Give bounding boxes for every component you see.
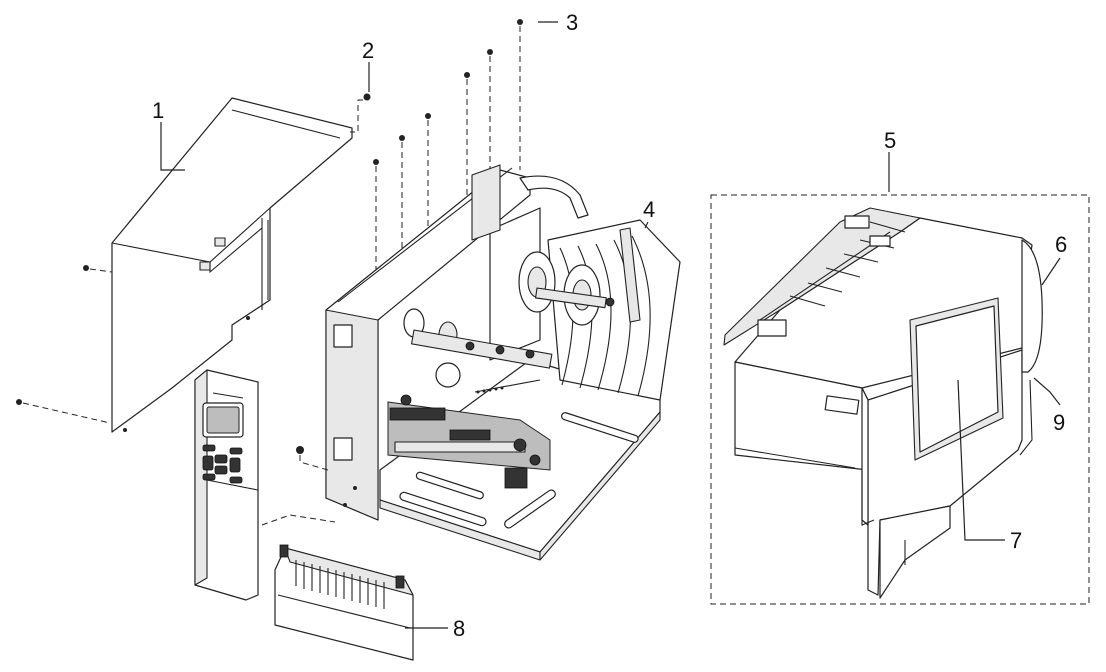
callout-9: 9: [1053, 410, 1065, 435]
grille-cover: [274, 544, 414, 661]
callout-3: 3: [566, 10, 578, 35]
callout-2: 2: [362, 38, 374, 63]
callout-5: 5: [884, 128, 896, 153]
assembled-cover: [723, 207, 1043, 599]
callout-6: 6: [1055, 232, 1067, 257]
callout-7: 7: [1010, 528, 1022, 553]
callout-labels: 1 2 3 4 5 6 7 8 9: [152, 10, 1067, 641]
side-cover: [111, 97, 353, 433]
printer-chassis: [325, 164, 681, 561]
side-cover-screws: [16, 265, 113, 424]
callout-4: 4: [643, 197, 655, 222]
assembled-cover-group-box: [710, 194, 1090, 605]
grille-slots: [295, 560, 385, 609]
front-control-panel: [194, 369, 336, 601]
chassis-screw: [296, 446, 329, 471]
leader-lines: [160, 21, 1061, 629]
callout-1: 1: [152, 98, 164, 123]
callout-8: 8: [453, 616, 465, 641]
screw-2: [350, 93, 371, 133]
